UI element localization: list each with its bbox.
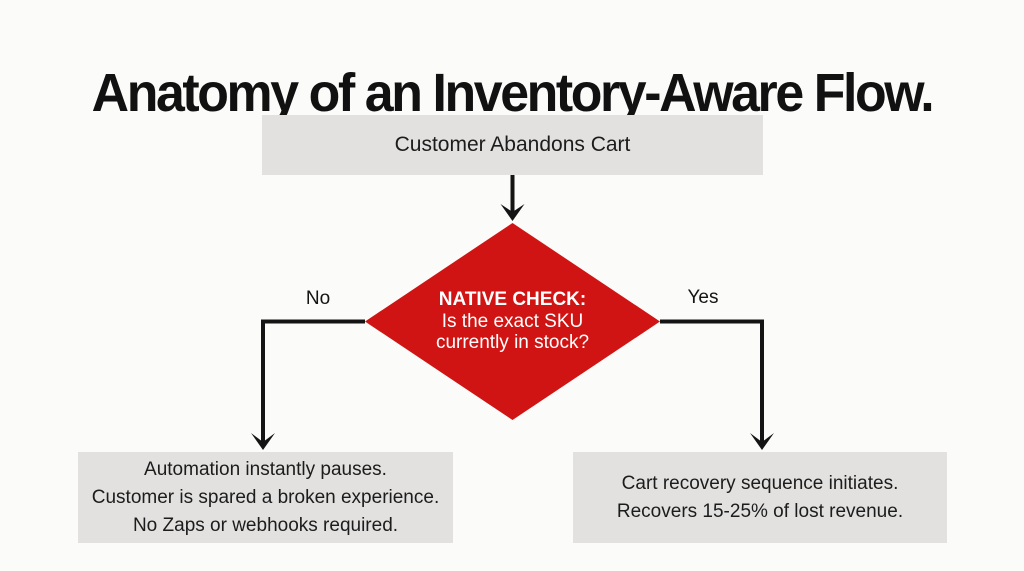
connector-no-branch [261,319,365,443]
outcome-node-yes: Cart recovery sequence initiates. Recove… [573,452,947,543]
page-title: Anatomy of an Inventory-Aware Flow. [91,63,935,124]
decision-text: NATIVE CHECK: Is the exact SKU currently… [436,289,589,354]
outcome-yes-line: Cart recovery sequence initiates. [621,472,899,494]
start-node-label: Customer Abandons Cart [394,133,631,156]
outcome-node-no: Automation instantly pauses. Customer is… [78,452,453,543]
outcome-no-line: No Zaps or webhooks required. [132,514,399,536]
outcome-yes-line: Recovers 15-25% of lost revenue. [616,500,904,522]
start-node-customer-abandons-cart: Customer Abandons Cart [262,115,763,175]
decision-heading: NATIVE CHECK: [438,289,587,311]
arrowhead-down-icon [251,433,275,450]
outcome-no-line: Customer is spared a broken experience. [91,486,440,508]
decision-node-native-check: NATIVE CHECK: Is the exact SKU currently… [365,223,660,420]
decision-question-line: currently in stock? [435,332,590,354]
arrowhead-down-icon [750,433,774,450]
outcome-no-line: Automation instantly pauses. [144,458,387,480]
decision-question-line: Is the exact SKU [441,310,584,332]
branch-label-no: No [305,288,331,309]
arrowhead-down-icon [500,204,525,221]
connector-yes-branch [660,319,764,443]
branch-label-yes: Yes [687,287,719,308]
